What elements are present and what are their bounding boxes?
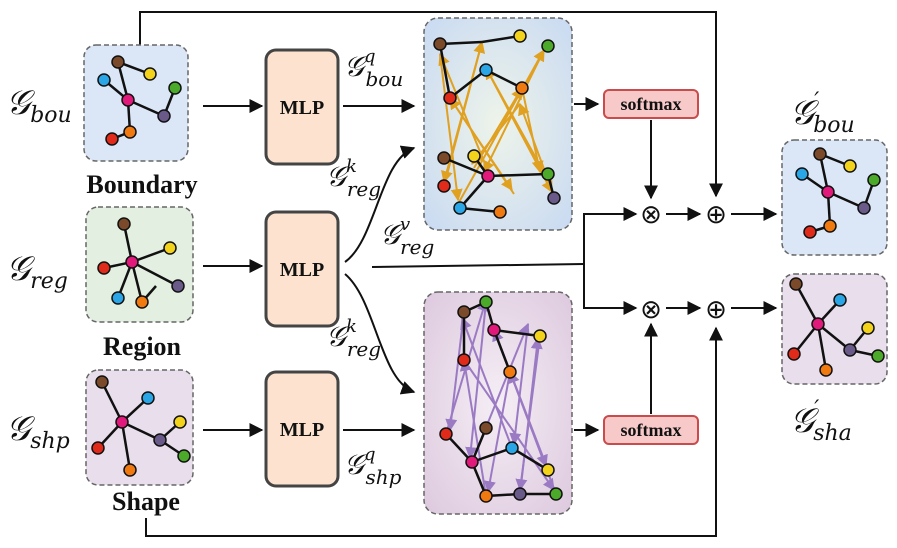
- output-symbol-sha: 𝒢′sha: [790, 397, 852, 446]
- multiply-operator-top: ⊗: [640, 200, 662, 230]
- mlp-block-shape: MLP: [264, 370, 340, 488]
- mlp-output-arrows: [343, 99, 638, 437]
- softmax-label: softmax: [621, 420, 682, 440]
- input-symbol-bou: 𝒢bou: [6, 83, 72, 128]
- output-graph-shape: [781, 273, 888, 385]
- input-symbol-reg: 𝒢reg: [6, 249, 68, 294]
- shape-graph-panel: [85, 369, 194, 486]
- boundary-graph-panel: [83, 44, 189, 162]
- add-operator-top: ⊕: [705, 200, 727, 230]
- mlp-block-region: MLP: [264, 210, 340, 328]
- add-operator-bottom: ⊕: [705, 295, 727, 325]
- input-arrows: [203, 99, 264, 437]
- multiply-operator-bottom: ⊗: [640, 295, 662, 325]
- softmax-box-top: softmax: [603, 89, 699, 119]
- mlp-label: MLP: [280, 259, 324, 281]
- label-shape: Shape: [112, 487, 180, 516]
- attention-panel-shape: [423, 291, 573, 515]
- mlp-label: MLP: [280, 97, 324, 119]
- input-symbol-shp: 𝒢shp: [6, 409, 70, 454]
- attention-panel-boundary: [423, 17, 573, 231]
- softmax-label: softmax: [621, 94, 682, 114]
- skip-connection-top: [139, 11, 723, 198]
- output-graph-boundary: [781, 139, 888, 256]
- operator-arrows: [666, 207, 778, 315]
- label-region: Region: [103, 332, 182, 361]
- label-boundary: Boundary: [86, 170, 197, 199]
- mlp-block-boundary: MLP: [264, 48, 340, 166]
- softmax-input-arrows: [574, 97, 600, 437]
- skip-connection-bottom: [145, 326, 723, 537]
- region-graph-panel: [85, 206, 194, 323]
- softmax-box-bottom: softmax: [603, 415, 699, 445]
- output-symbol-bou: 𝒢′bou: [790, 89, 855, 138]
- mlp-label: MLP: [280, 419, 324, 441]
